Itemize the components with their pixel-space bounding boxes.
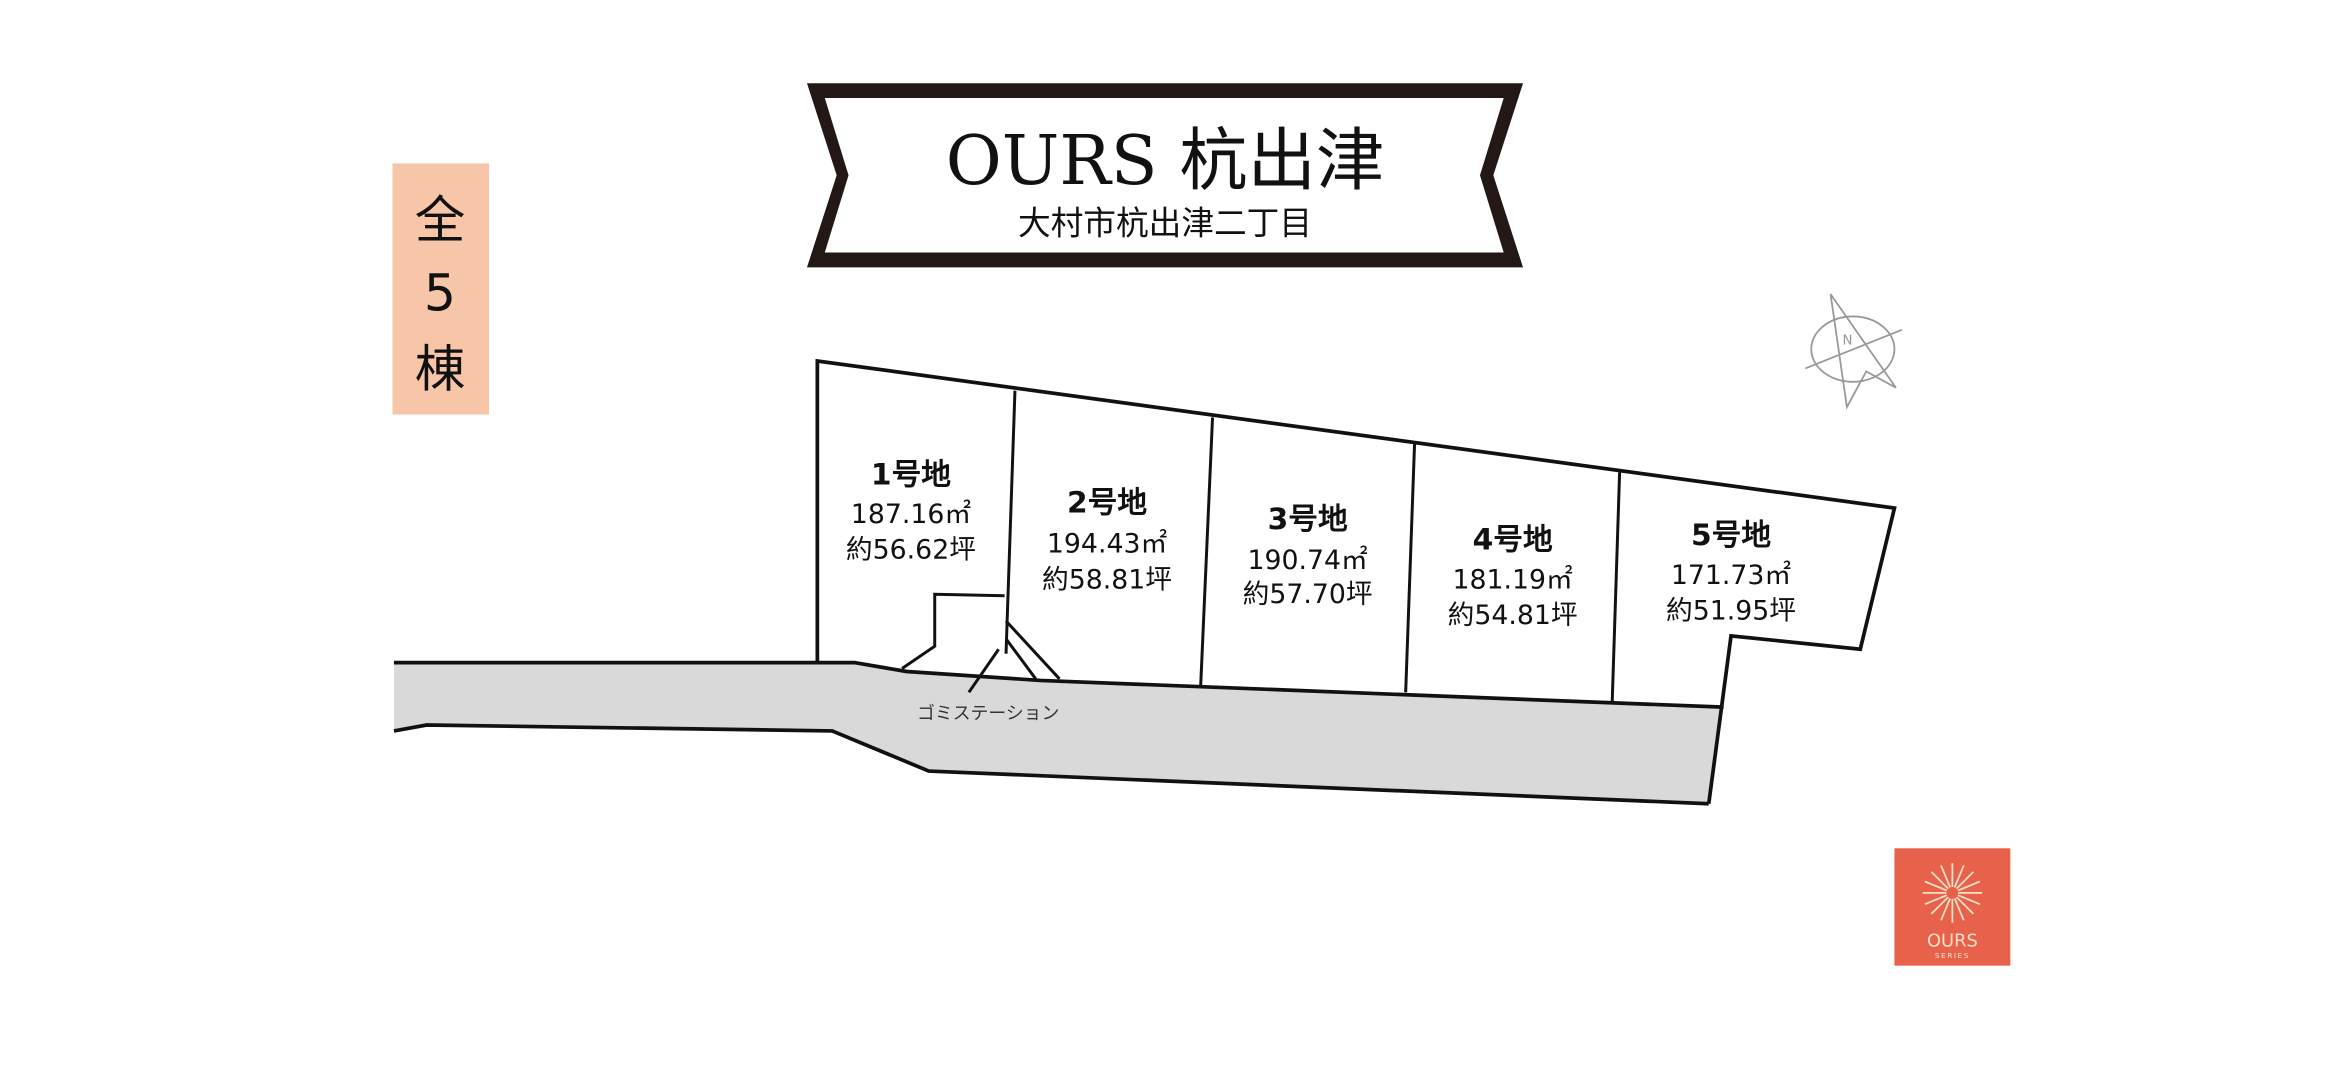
lot-sqm: 190.74㎡ [1247,545,1368,576]
lot-tsubo: 約54.81坪 [1448,600,1578,631]
road-edge-top [393,660,1724,710]
tag-char: 全 [415,191,466,250]
sun-ray [1955,896,1975,915]
lot-sqm: 171.73㎡ [1671,560,1792,591]
lot-dividers [1004,390,1622,703]
north-compass-icon: N [1804,293,1903,410]
logo-sub: SERIES [1935,951,1970,960]
lot-tsubo: 約57.70坪 [1243,579,1373,610]
title-banner: OURS 杭出津 大村市杭出津二丁目 [806,83,1524,268]
logo-name: OURS [1927,930,1978,951]
lot-tsubo: 約56.62坪 [846,535,976,566]
sun-ray [1957,894,1981,906]
sun-ray [1940,898,1951,921]
lot-2: 2号地 194.43㎡ 約58.81坪 [1042,486,1172,596]
lot-1: 1号地 187.16㎡ 約56.62坪 [846,457,976,565]
lot-name: 3号地 [1268,502,1348,537]
lot-sqm: 181.19㎡ [1452,564,1573,595]
sun-ray [1924,894,1948,906]
sun-ray [1930,896,1949,915]
lot-sqm: 187.16㎡ [851,499,972,530]
lot-sqm: 194.43㎡ [1047,529,1168,560]
garbage-station-shape [901,592,1061,694]
tag-char: 5 [424,263,456,322]
lot-name: 5号地 [1691,518,1771,553]
road [393,662,1724,804]
road-edge-bottom [393,723,1709,806]
sun-ray [1924,880,1948,892]
sun-ray [1930,871,1949,890]
lot-tsubo: 約58.81坪 [1042,564,1172,595]
ours-logo: OURS SERIES [1894,848,2011,966]
lot-name: 4号地 [1473,523,1553,558]
garbage-station-label: ゴミステーション [917,703,1059,724]
lot-name: 1号地 [871,457,951,492]
lot-name: 2号地 [1067,486,1147,521]
sun-ray [1940,865,1951,888]
compass-label: N [1842,334,1852,349]
sun-ray [1957,880,1981,892]
sun-icon [1922,863,1983,923]
lot-tsubo: 約51.95坪 [1666,596,1796,627]
lot-5: 5号地 171.73㎡ 約51.95坪 [1666,518,1796,626]
sun-ray [1955,871,1975,890]
title-main: OURS 杭出津 [946,122,1385,201]
tag-char: 棟 [415,339,466,398]
lot-3: 3号地 190.74㎡ 約57.70坪 [1243,502,1373,610]
sun-ray [1953,898,1965,921]
title-address: 大村市杭出津二丁目 [1018,205,1312,243]
lot-4: 4号地 181.19㎡ 約54.81坪 [1448,523,1578,631]
unit-count-tag: 全 5 棟 [392,163,490,415]
site-boundary [815,358,1897,804]
sun-ray [1953,865,1965,888]
